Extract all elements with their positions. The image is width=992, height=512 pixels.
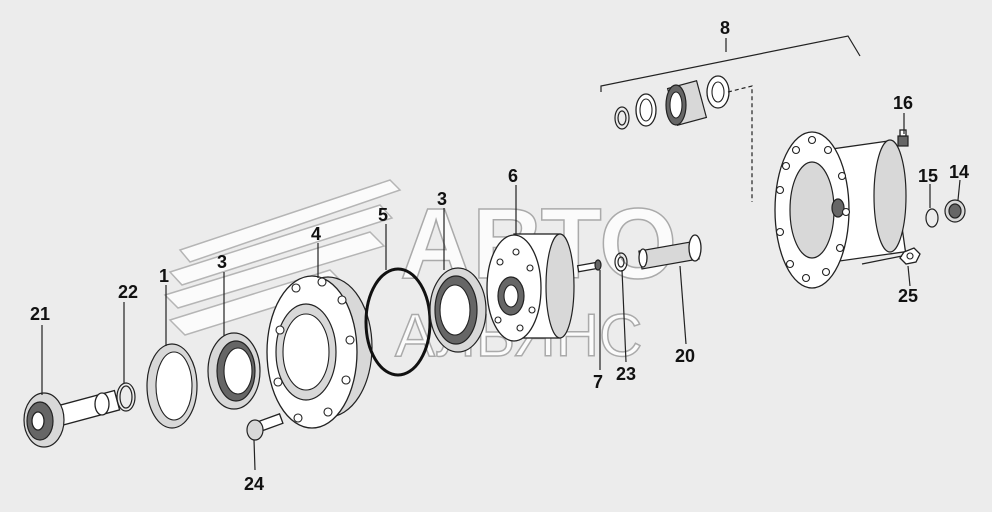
callout-3-right: 3 <box>437 189 447 209</box>
hub-bolt-holes <box>273 277 355 423</box>
callout-7: 7 <box>593 372 603 392</box>
callout-6: 6 <box>508 166 518 186</box>
callout-8: 8 <box>720 18 730 38</box>
housing-bolt-holes <box>775 135 851 283</box>
callout-14: 14 <box>949 162 969 182</box>
part-3-bearing-right <box>429 267 487 353</box>
part-4-hub-housing <box>266 275 373 429</box>
part-3-bearing-left <box>207 332 261 410</box>
callout-23: 23 <box>616 364 636 384</box>
part-23-washer <box>614 252 628 272</box>
callout-4: 4 <box>311 224 321 244</box>
part-21-shaft <box>23 389 121 448</box>
part-22-snap-ring <box>116 382 136 412</box>
callout-25: 25 <box>898 286 918 306</box>
part-16-bolt <box>897 129 909 147</box>
part-24-wheel-stud <box>246 413 284 441</box>
leader-lines <box>41 35 961 471</box>
callout-1: 1 <box>159 266 169 286</box>
carrier-holes <box>494 248 536 332</box>
part-20-sun-shaft <box>638 234 702 270</box>
part-8-planet-gear-set <box>614 75 730 130</box>
callout-21: 21 <box>30 304 50 324</box>
callout-24: 24 <box>244 474 264 494</box>
callout-15: 15 <box>918 166 938 186</box>
callout-5: 5 <box>378 205 388 225</box>
part-25-nut <box>899 247 921 265</box>
part-5-o-ring <box>364 267 432 377</box>
callout-labels: 21 22 1 3 4 5 3 6 7 23 20 24 8 16 15 14 … <box>30 18 969 494</box>
part-1-seal-ring <box>146 343 198 429</box>
part-14-plug <box>944 199 966 223</box>
callout-20: 20 <box>675 346 695 366</box>
part-housing-right <box>774 131 907 289</box>
callout-22: 22 <box>118 282 138 302</box>
part-15-o-ring <box>925 208 939 228</box>
part-6-planet-carrier <box>486 233 575 342</box>
part-7-screw <box>576 259 602 273</box>
callout-3-left: 3 <box>217 252 227 272</box>
callout-16: 16 <box>893 93 913 113</box>
